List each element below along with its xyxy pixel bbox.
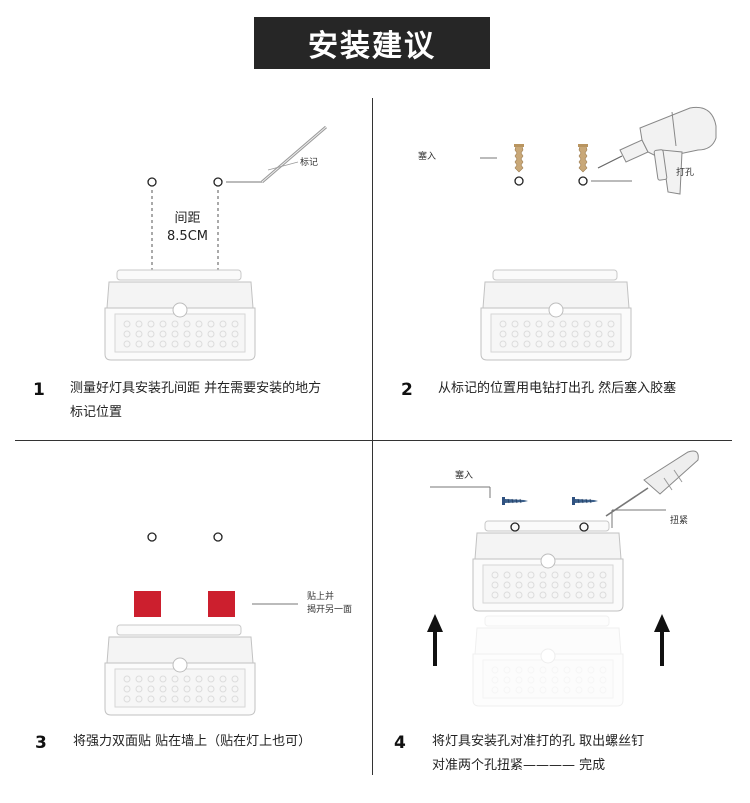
step1-label-mark: 标记 [300, 158, 319, 168]
step1-number: 1 [33, 380, 45, 400]
page-title-banner: 安装建议 [254, 17, 490, 69]
grid-divider-horizontal [15, 440, 732, 441]
step1-spacing-value: 8.5CM [167, 229, 208, 244]
electric-drill-icon [597, 106, 717, 195]
marker-pen-icon [261, 125, 327, 184]
step3-illustration [104, 532, 298, 716]
step3-caption-line1: 将强力双面贴 贴在墙上（贴在灯上也可） [73, 734, 312, 749]
step4-caption-line2: 对准两个孔扭紧———— 完成 [432, 758, 606, 773]
step2-label-insert: 塞入 [418, 152, 437, 162]
step2-label-drill: 打孔 [676, 168, 695, 178]
step1-caption-line2: 标记位置 [70, 405, 123, 420]
adhesive-tape-left [134, 591, 161, 617]
step1-spacing-label: 间距 [174, 211, 201, 226]
step3-label-tape-line2: 揭开另一面 [307, 605, 353, 615]
step4-label-insert: 塞入 [455, 471, 474, 481]
page-title: 安装建议 [308, 29, 436, 64]
grid-divider-vertical [372, 98, 373, 775]
step3-label-tape-line1: 贴上并 [307, 592, 335, 602]
step2-illustration [480, 106, 717, 361]
adhesive-tape-right [208, 591, 235, 617]
step2-number: 2 [401, 380, 413, 400]
step4-number: 4 [394, 733, 406, 753]
step4-label-tighten: 扭紧 [670, 516, 689, 526]
step1-illustration [104, 125, 327, 361]
step3-number: 3 [35, 733, 47, 753]
screwdriver-icon [605, 450, 699, 517]
step1-spacing: 间距 8.5CM [160, 210, 215, 246]
step1-caption-line1: 测量好灯具安装孔间距 并在需要安装的地方 [70, 381, 322, 396]
step4-caption-line1: 将灯具安装孔对准打的孔 取出螺丝钉 [432, 734, 645, 749]
step2-caption-line1: 从标记的位置用电钻打出孔 然后塞入胶塞 [438, 381, 677, 396]
step4-illustration [427, 450, 699, 707]
